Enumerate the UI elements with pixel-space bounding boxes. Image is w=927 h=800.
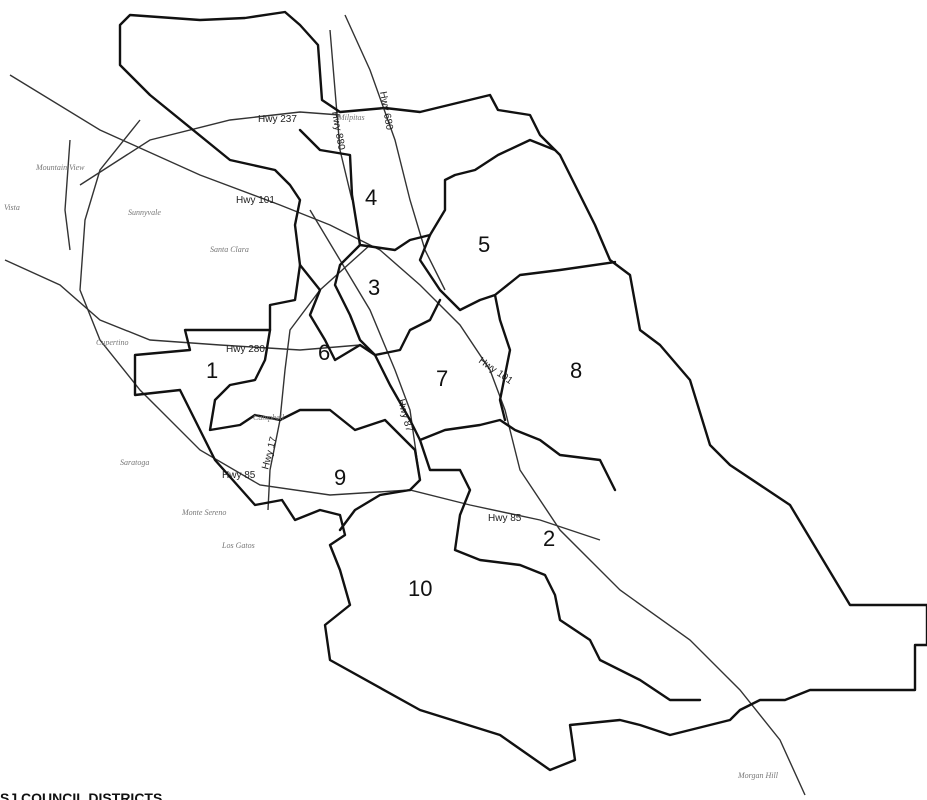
hwy-880-line (344, 14, 446, 291)
city-label-monte-sereno: Monte Sereno (181, 508, 226, 517)
city-label-campbell: Campbell (253, 413, 285, 422)
hwy-680-label: Hwy 680 (377, 91, 395, 132)
hwy-85-line (79, 119, 601, 541)
hwy-101-line (9, 74, 806, 796)
hwy-237-label: Hwy 237 (258, 114, 297, 125)
district-8-label: 8 (570, 358, 582, 383)
district-7-label: 7 (436, 366, 448, 391)
map-caption: SJ COUNCIL DISTRICTS (0, 790, 163, 800)
city-label-santa-clara: Santa Clara (210, 245, 249, 254)
district-10-boundary (338, 488, 412, 532)
district-5-label: 5 (478, 232, 490, 257)
city-label-milpitas: Milpitas (337, 113, 365, 122)
district-2-label: 2 (543, 526, 555, 551)
hwy-85-east-label: Hwy 85 (488, 513, 522, 524)
hwy-680-line (329, 29, 353, 201)
hwy-101-north-label: Hwy 101 (236, 195, 275, 206)
district-labels: 1 2 3 4 5 6 7 8 9 10 (206, 185, 582, 601)
city-label-los-gatos: Los Gatos (221, 541, 255, 550)
district-9-label: 9 (334, 465, 346, 490)
city-label-saratoga: Saratoga (120, 458, 149, 467)
district-7-boundary (373, 353, 617, 492)
city-outer-boundary (118, 10, 927, 772)
district-8-west-boundary (493, 293, 512, 422)
city-label-cupertino: Cupertino (96, 338, 128, 347)
district-6-boundary (298, 263, 377, 362)
hwy-17-label: Hwy 17 (260, 435, 279, 470)
district-3-boundary (333, 243, 442, 357)
district-6-label: 6 (318, 340, 330, 365)
city-label-vista: Vista (4, 203, 20, 212)
district-9-boundary (278, 408, 422, 492)
district-5-boundary (418, 233, 617, 312)
city-label-mountain-view: Mountain View (35, 163, 85, 172)
county-road-line (64, 139, 71, 251)
hwy-280-label: Hwy 280 (226, 344, 265, 355)
district-3-label: 3 (368, 275, 380, 300)
city-label-sunnyvale: Sunnyvale (128, 208, 161, 217)
district-4-label: 4 (365, 185, 377, 210)
district-boundaries (118, 10, 927, 772)
hwy-237-line (79, 111, 341, 186)
district-10-label: 10 (408, 576, 432, 601)
hwy-87-label: Hwy 87 (395, 398, 414, 433)
hwy-280-line (4, 259, 361, 351)
hwy-85-west-label: Hwy 85 (222, 470, 256, 481)
city-labels: Milpitas Mountain View Sunnyvale Santa C… (4, 113, 779, 780)
district-1-label: 1 (206, 358, 218, 383)
highway-labels: Hwy 237 Hwy 880 Hwy 680 Hwy 101 Hwy 101 … (222, 91, 522, 524)
district-1-boundary (208, 328, 282, 432)
district-2-boundary (418, 438, 702, 702)
city-label-morgan-hill: Morgan Hill (737, 771, 779, 780)
